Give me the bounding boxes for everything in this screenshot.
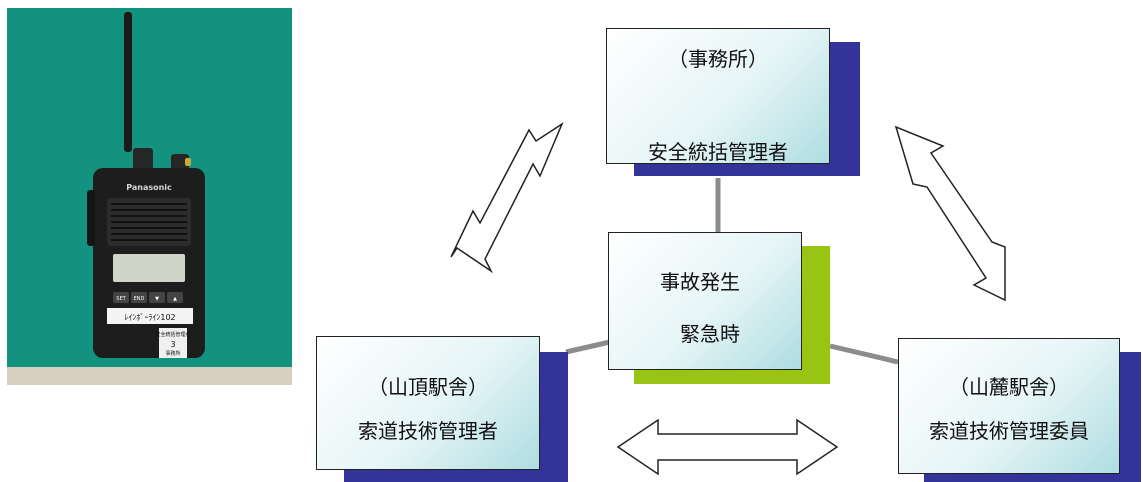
emergency-node-state: 緊急時 <box>680 322 740 346</box>
connector-center-base <box>829 343 899 365</box>
summit-station-role: 索道技術管理者 <box>358 419 498 443</box>
radio-tag-role: 安全統括管理者 <box>155 331 190 338</box>
arrow-office-base <box>894 125 1006 302</box>
emergency-node-box: 事故発生 緊急時 <box>608 232 802 370</box>
radio-illustration: Panasonic SET END ▼ ▲ ﾚｲﾝﾎﾞｰﾗｲﾝ102 <box>87 12 205 358</box>
summit-station-box: （山頂駅舎） 索道技術管理者 <box>316 336 540 470</box>
radio-photo: Panasonic SET END ▼ ▲ ﾚｲﾝﾎﾞｰﾗｲﾝ102 <box>7 8 292 385</box>
radio-speaker-grille <box>107 198 191 246</box>
radio-name-sticker <box>107 308 193 324</box>
radio-tag-place: 事務所 <box>165 350 180 357</box>
radio-brand-label: Panasonic <box>126 183 172 192</box>
radio-tag-number: 3 <box>170 340 175 349</box>
office-node: （事務所） 安全統括管理者 <box>606 28 860 176</box>
office-node-role: 安全統括管理者 <box>648 140 788 164</box>
radio-key-down: ▼ <box>155 296 159 302</box>
radio-key-up: ▲ <box>173 296 177 302</box>
radio-led <box>185 158 191 166</box>
emergency-node-event: 事故発生 <box>660 270 740 294</box>
connector-summit-center <box>565 339 611 355</box>
photo-floor <box>7 367 292 385</box>
radio-side-button <box>87 190 95 246</box>
arrow-summit-base <box>616 418 839 476</box>
radio-name-text: ﾚｲﾝﾎﾞｰﾗｲﾝ102 <box>124 313 175 322</box>
emergency-node: 事故発生 緊急時 <box>608 232 830 384</box>
radio-tag <box>159 328 187 358</box>
base-station-title: （山麓駅舎） <box>949 375 1069 399</box>
radio-key-end: END <box>134 296 145 302</box>
office-node-box: （事務所） 安全統括管理者 <box>606 28 830 164</box>
summit-station-title: （山頂駅舎） <box>368 375 488 399</box>
radio-channel-knob <box>171 154 189 172</box>
radio-keypad: SET END ▼ ▲ <box>113 292 183 303</box>
summit-station-node: （山頂駅舎） 索道技術管理者 <box>316 336 568 482</box>
office-node-title: （事務所） <box>668 47 768 71</box>
arrow-summit-office <box>450 122 564 274</box>
radio-display <box>113 254 185 282</box>
base-station-box: （山麓駅舎） 索道技術管理委員 <box>898 338 1120 474</box>
radio-volume-knob <box>133 148 153 172</box>
base-station-node: （山麓駅舎） 索道技術管理委員 <box>898 338 1141 482</box>
radio-antenna <box>124 12 132 152</box>
base-station-role: 索道技術管理委員 <box>929 419 1089 443</box>
radio-key-set: SET <box>116 296 126 302</box>
